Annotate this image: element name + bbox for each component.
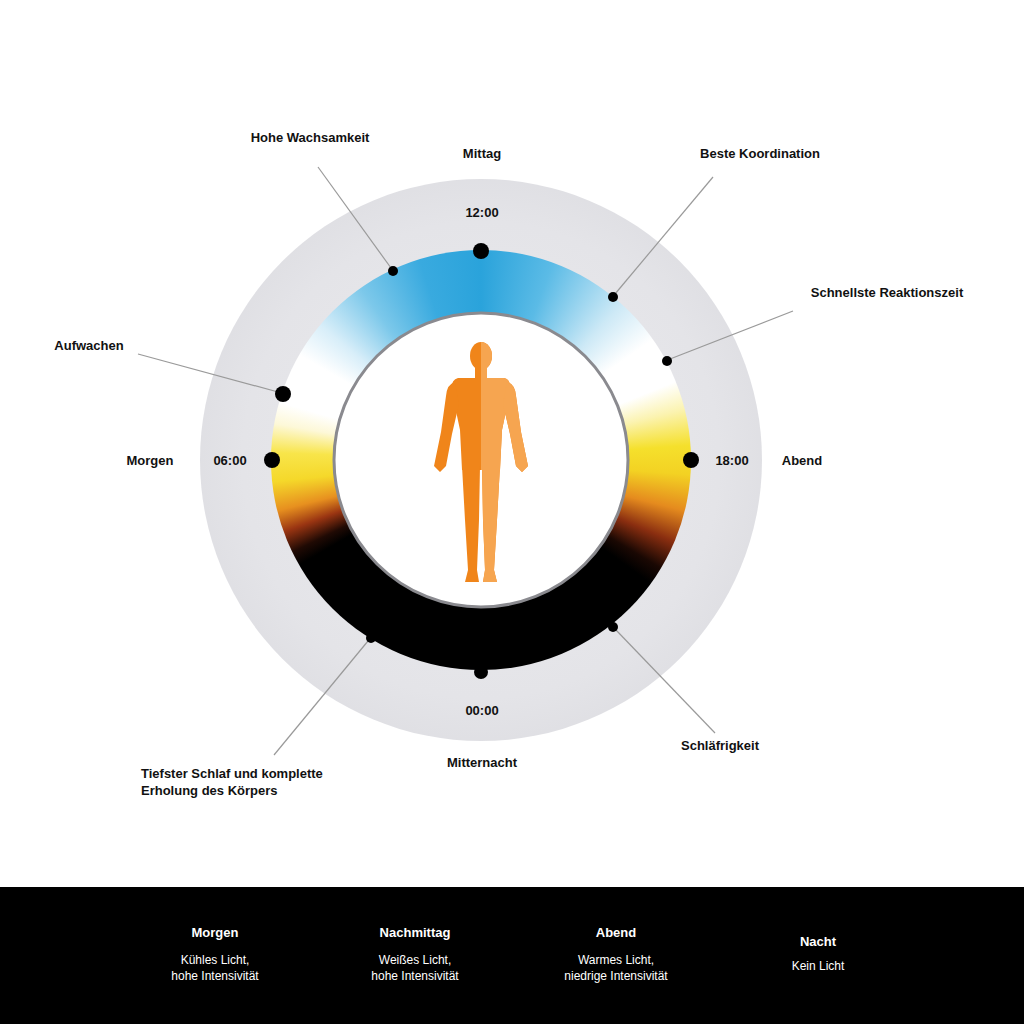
time-label: 00:00	[465, 703, 498, 719]
period-heading: Nachmittag	[380, 925, 451, 942]
human-figure-light	[481, 342, 528, 582]
time-label: 06:00	[213, 453, 246, 469]
callout-label: Schnellste Reaktionszeit	[811, 285, 963, 301]
light-legend-band: MorgenKühles Licht, hohe Intensivität Nac…	[0, 887, 1024, 1024]
light-description: Weißes Licht, hohe Intensivität	[368, 953, 463, 984]
leader-lines	[138, 167, 793, 755]
callout-label: Schläfrigkeit	[681, 738, 759, 754]
callout-label: Beste Koordination	[700, 146, 820, 162]
light-description: Warmes Licht, niedrige Intensivität	[556, 953, 676, 984]
callout-label: Mittag	[463, 146, 501, 162]
callout-label: Hohe Wachsamkeit	[251, 130, 370, 146]
marker-dots	[264, 243, 699, 679]
light-description: Kühles Licht, hohe Intensivität	[168, 953, 263, 984]
callout-label: Abend	[782, 453, 822, 469]
light-description: Kein Licht	[763, 959, 873, 975]
callout-label: Tiefster Schlaf und komplette Erholung d…	[141, 765, 376, 799]
inner-circle	[334, 313, 628, 607]
period-heading: Morgen	[192, 925, 239, 942]
human-figure	[434, 342, 528, 582]
period-heading: Abend	[596, 925, 636, 942]
time-label: 18:00	[715, 453, 748, 469]
callout-label: Aufwachen	[54, 338, 123, 354]
period-heading: Nacht	[800, 934, 836, 951]
callout-label: Morgen	[127, 453, 174, 469]
time-label: 12:00	[465, 205, 498, 221]
callout-label: Mitternacht	[447, 755, 517, 771]
